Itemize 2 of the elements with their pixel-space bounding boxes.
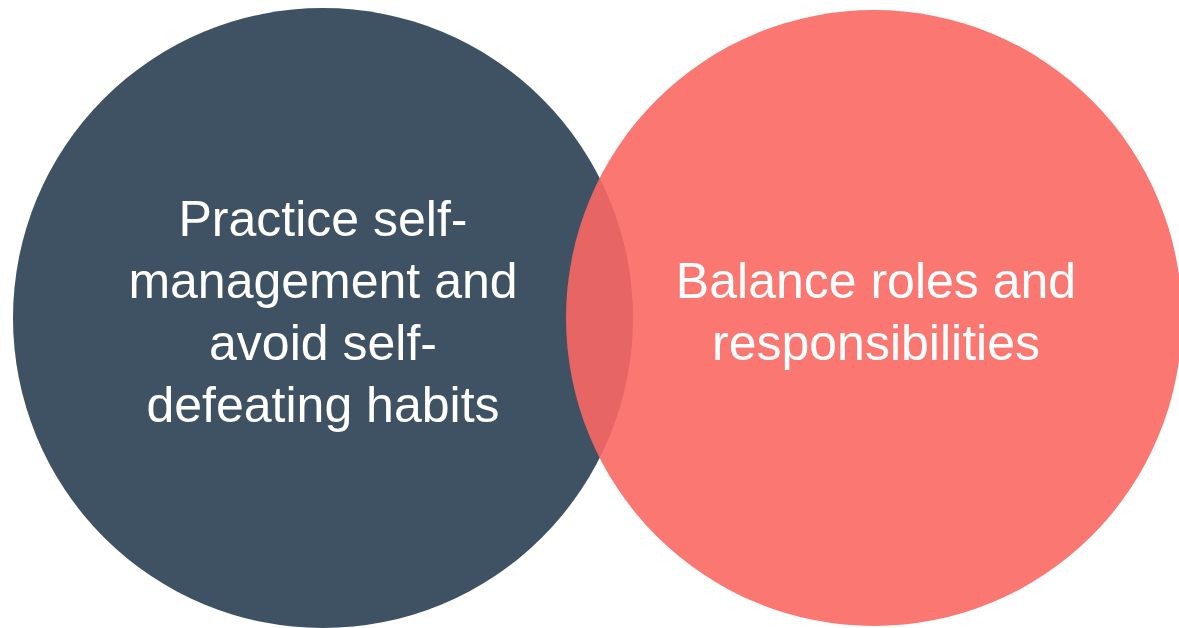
circle-label: Practice self-management and avoid self-defeating habits bbox=[127, 190, 519, 435]
circle-label: Balance roles and responsibilities bbox=[674, 252, 1078, 373]
